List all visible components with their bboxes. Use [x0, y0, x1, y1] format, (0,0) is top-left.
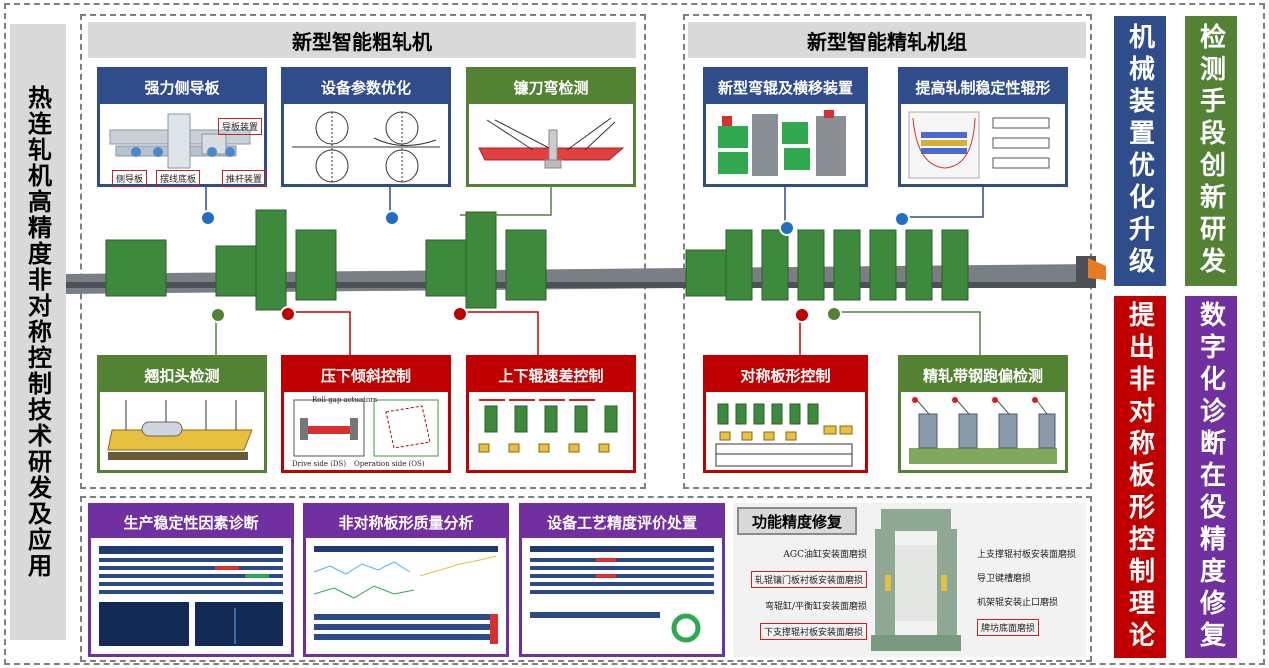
repair-label-agc: AGC油缸安装面磨损 — [783, 550, 867, 560]
marker-curl-detect — [210, 307, 226, 323]
finish-mill-title: 新型智能精轧机组 — [688, 22, 1086, 58]
process-precision-dashboard — [526, 542, 718, 650]
diagnosis-frame — [80, 496, 1092, 662]
mill-stand-model — [871, 509, 961, 651]
repair-label-guide-key: 导卫键槽磨损 — [977, 574, 1032, 584]
side-title-detection: 检测手段创新研发 — [1185, 16, 1237, 286]
marker-deviation-detect — [826, 306, 842, 322]
side-title-mechanical-text: 机械装置优化升级 — [1124, 23, 1155, 279]
marker-roll-profile — [894, 211, 910, 227]
card-param-opt-label: 设备参数优化 — [320, 78, 411, 97]
param-opt-figure — [290, 108, 442, 183]
marker-tilt-control — [280, 306, 296, 322]
finish-mill-frame — [683, 14, 1092, 489]
card-camber-detect: 镰刀弯检测 — [466, 67, 636, 187]
repair-label-lower-support: 下支撑辊衬板安装面磨损 — [759, 623, 867, 640]
label-guide-d: 侧导板 — [112, 170, 148, 187]
card-bending-shift: 新型弯辊及横移装置 — [703, 67, 868, 187]
card-asym-quality: 非对称板形质量分析 — [303, 503, 509, 657]
speed-diff-figure — [475, 396, 627, 464]
marker-side-guide — [200, 210, 216, 226]
rolling-line-illustration — [66, 200, 1106, 330]
repair-left-labels: AGC油缸安装面磨损 轧辊镶门板衬板安装面磨损 弯辊缸/平衡缸安装面磨损 下支撑… — [737, 543, 867, 653]
repair-panel: 功能精度修复 AGC油缸安装面磨损 轧辊镶门板衬板安装面磨损 弯辊缸/平衡缸安装… — [733, 503, 1086, 657]
side-title-digital: 数字化诊断在役精度修复 — [1185, 296, 1237, 658]
camber-figure — [475, 108, 627, 178]
card-deviation-detect: 精轧带钢跑偏检测 — [898, 355, 1068, 473]
card-symmetric-control: 对称板形控制 — [703, 355, 868, 473]
card-side-guide-label: 强力侧导板 — [144, 78, 220, 97]
card-process-precision: 设备工艺精度评价处置 — [519, 503, 725, 657]
card-process-precision-label: 设备工艺精度评价处置 — [546, 513, 697, 532]
asym-quality-dashboard — [310, 542, 502, 650]
label-guide-c: 推杆装置 — [222, 170, 267, 187]
card-speed-diff: 上下辊速差控制 — [466, 355, 636, 473]
repair-label-bending: 弯辊缸/平衡缸安装面磨损 — [764, 602, 867, 612]
marker-speed-diff — [452, 306, 468, 322]
label-roll-gap: Roll gap actuators — [312, 396, 378, 404]
repair-right-labels: 上支撑辊衬板安装面磨损 导卫键槽磨损 机架辊安装止口磨损 牌坊底面磨损 — [977, 543, 1085, 653]
rough-mill-title-text: 新型智能粗轧机 — [292, 29, 432, 54]
card-deviation-detect-label: 精轧带钢跑偏检测 — [922, 366, 1043, 385]
card-param-opt: 设备参数优化 — [281, 67, 451, 187]
card-roll-profile-label: 提高轧制稳定性辊形 — [915, 78, 1051, 97]
side-title-mechanical: 机械装置优化升级 — [1114, 16, 1166, 286]
card-camber-detect-label: 镰刀弯检测 — [513, 78, 589, 97]
side-title-digital-text: 数字化诊断在役精度修复 — [1195, 301, 1226, 653]
symmetric-figure — [712, 396, 859, 467]
side-title-theory-text: 提出非对称板形控制理论 — [1124, 301, 1155, 653]
card-speed-diff-label: 上下辊速差控制 — [498, 366, 604, 385]
side-guide-figure: 导板装置 摆线底板 推杆装置 侧导板 — [106, 108, 267, 187]
card-tilt-control: 压下倾斜控制 Roll gap actuators Drive side (DS… — [281, 355, 451, 473]
deviation-figure — [907, 396, 1059, 464]
repair-label-upper-support: 上支撑辊衬板安装面磨损 — [977, 550, 1077, 560]
card-tilt-control-label: 压下倾斜控制 — [320, 366, 411, 385]
card-symmetric-control-label: 对称板形控制 — [740, 366, 831, 385]
finish-mill-title-text: 新型智能精轧机组 — [807, 29, 967, 54]
stability-dashboard — [95, 542, 287, 650]
side-title-detection-text: 检测手段创新研发 — [1195, 23, 1226, 279]
side-title-theory: 提出非对称板形控制理论 — [1114, 296, 1166, 658]
repair-label-housing-bottom: 牌坊底面磨损 — [977, 619, 1040, 636]
repair-title-text: 功能精度修复 — [751, 512, 842, 531]
tilt-figure: Roll gap actuators Drive side (DS) Opera… — [290, 396, 442, 468]
outer-frame — [4, 3, 1265, 665]
rough-mill-frame — [80, 14, 646, 489]
repair-label-window: 轧辊镶门板衬板安装面磨损 — [750, 571, 867, 588]
card-stability-diagnosis: 生产稳定性因素诊断 — [88, 503, 294, 657]
card-curl-detect: 翘扣头检测 — [97, 355, 267, 473]
marker-symmetric-control — [794, 307, 810, 323]
label-operation-side: Operation side (OS) — [354, 460, 425, 468]
card-asym-quality-label: 非对称板形质量分析 — [338, 513, 474, 532]
card-curl-detect-label: 翘扣头检测 — [144, 366, 220, 385]
marker-param-opt — [384, 210, 400, 226]
card-side-guide: 强力侧导板 导板装置 摆线底板 推杆装置 侧导板 — [97, 67, 267, 187]
card-roll-profile: 提高轧制稳定性辊形 — [898, 67, 1068, 187]
card-bending-shift-label: 新型弯辊及横移装置 — [717, 78, 853, 97]
curl-figure — [106, 396, 258, 464]
label-guide-b: 摆线底板 — [156, 170, 201, 187]
roll-profile-figure — [907, 108, 1059, 179]
bending-figure — [712, 108, 859, 178]
card-stability-diagnosis-label: 生产稳定性因素诊断 — [123, 513, 259, 532]
marker-bending-shift — [779, 220, 795, 236]
label-drive-side: Drive side (DS) — [292, 460, 347, 468]
repair-title: 功能精度修复 — [737, 507, 857, 535]
repair-label-frame-roll: 机架辊安装止口磨损 — [977, 598, 1059, 608]
main-title: 热连轧机高精度非对称控制技术研发及应用 — [10, 24, 66, 640]
main-title-text: 热连轧机高精度非对称控制技术研发及应用 — [23, 85, 52, 579]
rough-mill-title: 新型智能粗轧机 — [88, 22, 636, 58]
label-guide-a: 导板装置 — [218, 118, 263, 135]
